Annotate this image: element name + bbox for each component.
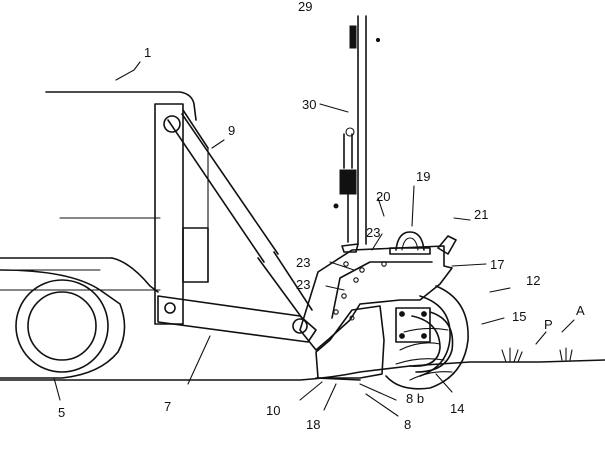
leader-lines xyxy=(53,61,575,417)
label-29: 29 xyxy=(298,0,313,14)
label-a: A xyxy=(576,303,585,318)
label-1: 1 xyxy=(144,45,152,60)
label-14: 14 xyxy=(450,401,465,416)
label-p: P xyxy=(544,317,553,332)
label-19: 19 xyxy=(416,169,431,184)
label-10: 10 xyxy=(266,403,281,418)
tractor-wheel xyxy=(15,279,109,373)
bracket xyxy=(437,235,457,255)
label-15: 15 xyxy=(512,309,527,324)
lifting-eye xyxy=(389,231,431,255)
tine-rotor xyxy=(385,285,469,390)
vertical-pole xyxy=(333,15,381,253)
label-30: 30 xyxy=(302,97,317,112)
bearing-plate xyxy=(395,307,431,343)
ground-line xyxy=(0,359,605,381)
lower-arm xyxy=(157,295,317,343)
hitch-mast xyxy=(154,103,209,325)
label-12: 12 xyxy=(526,273,541,288)
label-23-top: 23 xyxy=(366,225,381,240)
label-18: 18 xyxy=(306,417,321,432)
label-17: 17 xyxy=(490,257,505,272)
label-7: 7 xyxy=(164,399,172,414)
label-9: 9 xyxy=(228,123,236,138)
side-shield xyxy=(315,305,385,381)
label-20: 20 xyxy=(376,189,391,204)
label-8: 8 xyxy=(404,417,412,432)
hydraulic-cylinder xyxy=(163,113,313,319)
grass-tufts xyxy=(501,347,573,363)
label-23-mid: 23 xyxy=(296,255,311,270)
label-5: 5 xyxy=(58,405,66,420)
label-8b: 8 b xyxy=(406,391,425,406)
label-21: 21 xyxy=(474,207,489,222)
tractor-body xyxy=(0,91,197,379)
label-23-low: 23 xyxy=(296,277,311,292)
